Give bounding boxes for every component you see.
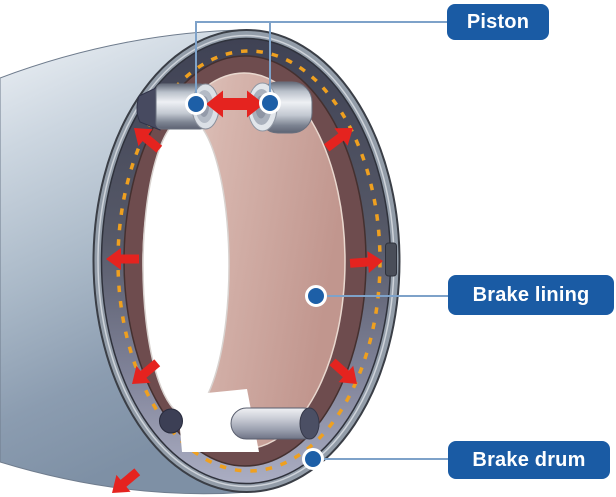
brake-drum-dot [302,448,324,470]
shoe-tip-left [136,85,161,131]
anchor-cylinder-end [299,407,320,440]
piston-label: Piston [447,4,549,40]
brake-lining-label: Brake lining [448,275,614,315]
piston-leader-line [195,21,447,96]
piston-label-text: Piston [466,11,530,33]
piston-force-arrow [206,90,264,118]
drum-center-opening [142,116,230,416]
rim-slot [385,242,397,277]
brake-drum-label-text: Brake drum [472,449,586,471]
piston-dot-left [185,93,207,115]
brake-lining-label-text: Brake lining [472,284,590,306]
shoe-end-cap [159,408,183,434]
piston-dot-right [259,92,281,114]
brake-drum-label: Brake drum [448,441,610,479]
brake-lining-dot [305,285,327,307]
